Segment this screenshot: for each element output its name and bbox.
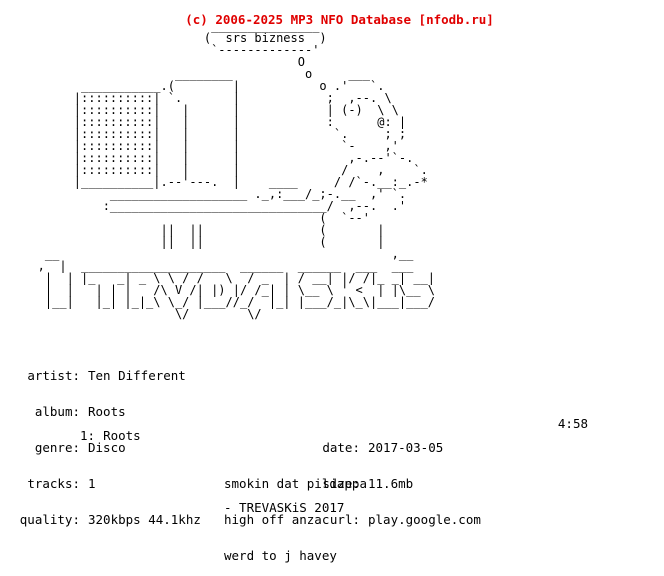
track-row: 1: Roots 4:58 — [16, 416, 588, 443]
info-row-album: album: Roots — [16, 404, 481, 419]
note-line: smokin dat pildappa — [224, 476, 367, 491]
album-value: Roots — [88, 404, 126, 419]
info-row-artist: artist: Ten Different — [16, 368, 481, 383]
tracks-label: tracks: — [27, 476, 80, 491]
release-notes: smokin dat pildappa high off anzac werd … — [224, 454, 367, 574]
date-value: 2017-03-05 — [368, 440, 444, 455]
genre-value: Disco — [88, 440, 126, 455]
quality-value: 320kbps 44.1khz — [88, 512, 201, 527]
genre-label: genre: — [34, 440, 80, 455]
info-row-tracks: tracks: 1 size: 11.6mb — [16, 476, 481, 491]
copyright-text: (c) 2006-2025 MP3 NFO Database [nfodb.ru… — [185, 12, 494, 27]
info-row-quality: quality: 320kbps 44.1khz url: play.google.c… — [16, 512, 481, 527]
ascii-art: _______________ ( srs bizness ) `-------… — [37, 19, 436, 321]
artist-label: artist: — [27, 368, 80, 383]
track-title: Roots — [103, 428, 141, 443]
note-line: high off anzac — [224, 512, 330, 527]
info-row-genre: genre: Disco date: 2017-03-05 — [16, 440, 481, 455]
artist-value: Ten Different — [88, 368, 186, 383]
date-label: date: — [322, 440, 360, 455]
track-number: 1: — [80, 428, 96, 443]
quality-label: quality: — [19, 512, 80, 527]
signature: - TREVASKiS 2017 — [224, 500, 345, 515]
size-value: 11.6mb — [368, 476, 414, 491]
release-info: artist: Ten Different album: Roots genre: D… — [16, 346, 481, 538]
url-label: url: — [329, 512, 360, 527]
track-duration: 4:58 — [557, 416, 588, 431]
url-value: play.google.com — [368, 512, 481, 527]
album-label: album: — [34, 404, 80, 419]
copyright-header: (c) 2006-2025 MP3 NFO Database [nfodb.ru… — [0, 0, 664, 26]
size-label: size: — [322, 476, 360, 491]
tracks-value: 1 — [88, 476, 96, 491]
note-line: werd to j havey — [224, 548, 337, 563]
